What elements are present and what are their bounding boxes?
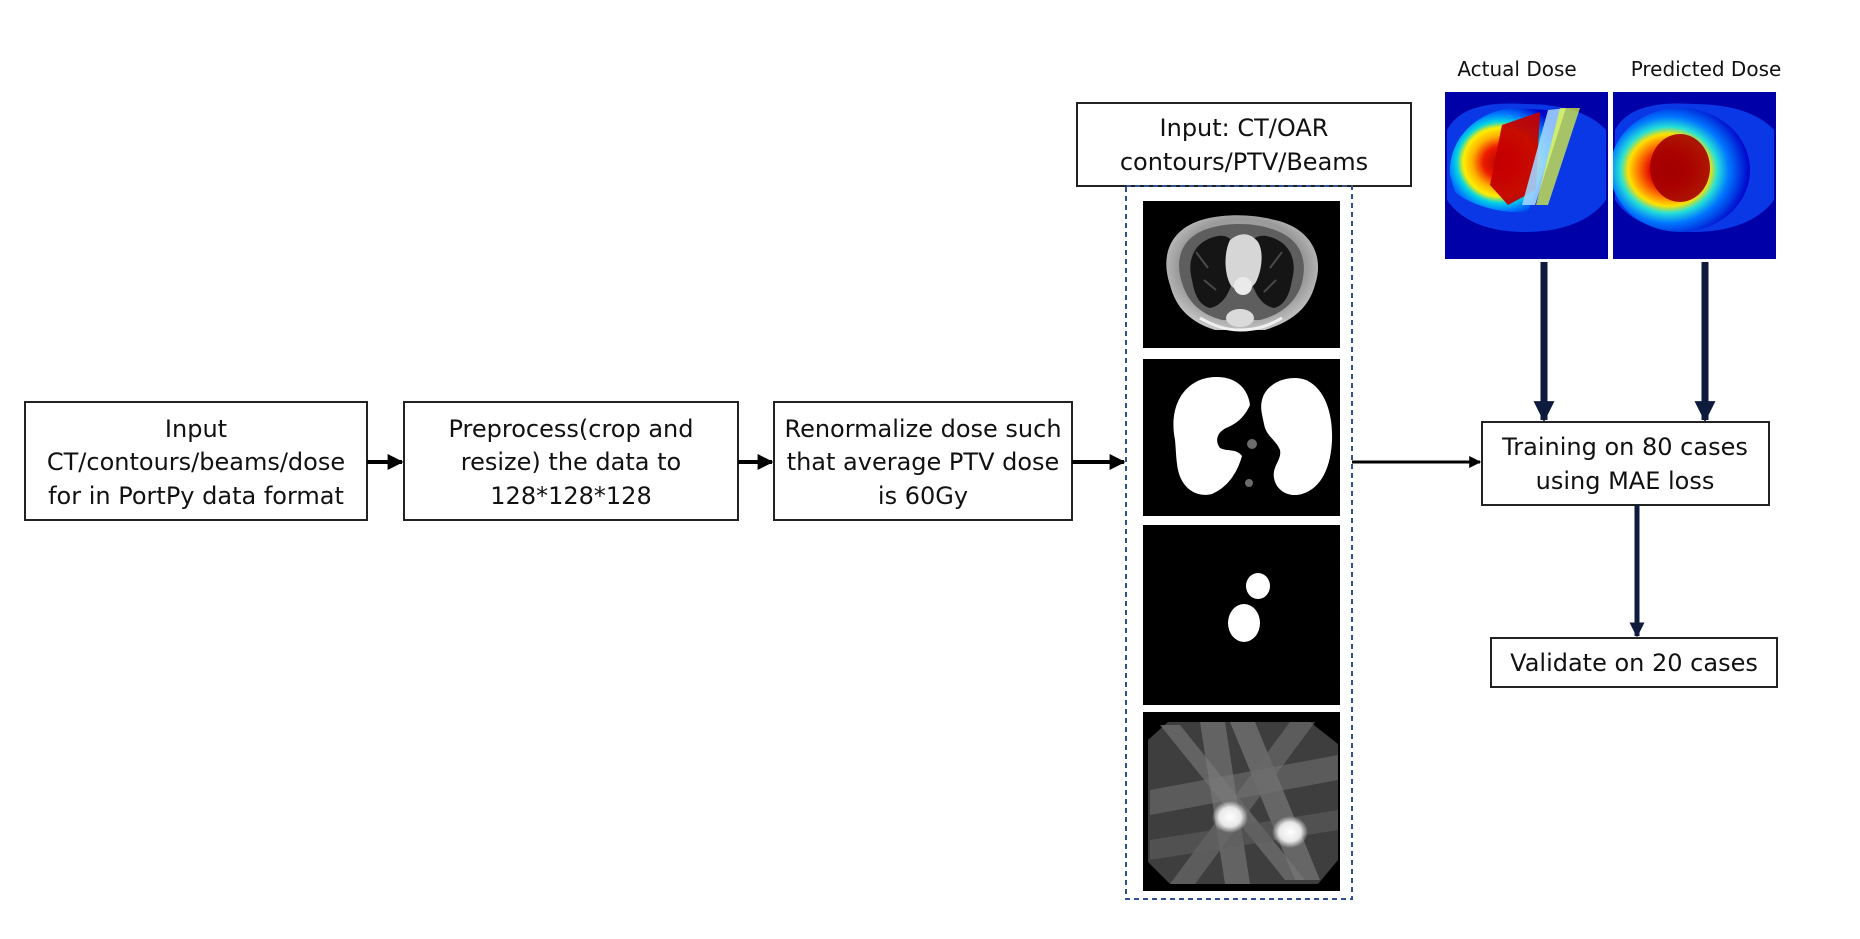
preprocess-line-1: Preprocess(crop and	[449, 415, 694, 443]
renormalize-line-2: that average PTV dose	[787, 448, 1060, 476]
training-box: Training on 80 cases using MAE loss	[1481, 421, 1770, 506]
model-input-line-1: Input: CT/OAR	[1160, 114, 1329, 142]
training-line-1: Training on 80 cases	[1501, 433, 1748, 461]
renormalize-line-3: is 60Gy	[878, 482, 968, 510]
input-box-line-2: CT/contours/beams/dose	[47, 448, 345, 476]
validate-line-1: Validate on 20 cases	[1510, 649, 1758, 677]
renormalize-line-1: Renormalize dose such	[784, 415, 1061, 443]
renormalize-box: Renormalize dose such that average PTV d…	[773, 401, 1073, 521]
preprocess-line-3: 128*128*128	[490, 482, 651, 510]
ptv-mask-image	[1143, 525, 1340, 705]
input-box-line-3: for in PortPy data format	[48, 482, 344, 510]
validate-box: Validate on 20 cases	[1490, 637, 1778, 688]
actual-dose-map-image	[1445, 92, 1608, 259]
ct-slice-image	[1143, 201, 1340, 348]
input-box-line-1: Input	[165, 415, 227, 443]
input-data-box: Input CT/contours/beams/dose for in Port…	[24, 401, 368, 521]
predicted-dose-label: Predicted Dose	[1631, 57, 1782, 81]
predicted-dose-map-image	[1613, 92, 1776, 259]
model-input-line-2: contours/PTV/Beams	[1120, 148, 1368, 176]
preprocess-line-2: resize) the data to	[461, 448, 681, 476]
preprocess-box: Preprocess(crop and resize) the data to …	[403, 401, 739, 521]
oar-contour-mask-image	[1143, 359, 1340, 516]
training-line-2: using MAE loss	[1536, 467, 1715, 495]
beam-dose-map-image	[1143, 712, 1340, 891]
actual-dose-label: Actual Dose	[1457, 57, 1576, 81]
input-stack-container	[1125, 185, 1353, 900]
model-input-box: Input: CT/OAR contours/PTV/Beams	[1076, 102, 1412, 187]
